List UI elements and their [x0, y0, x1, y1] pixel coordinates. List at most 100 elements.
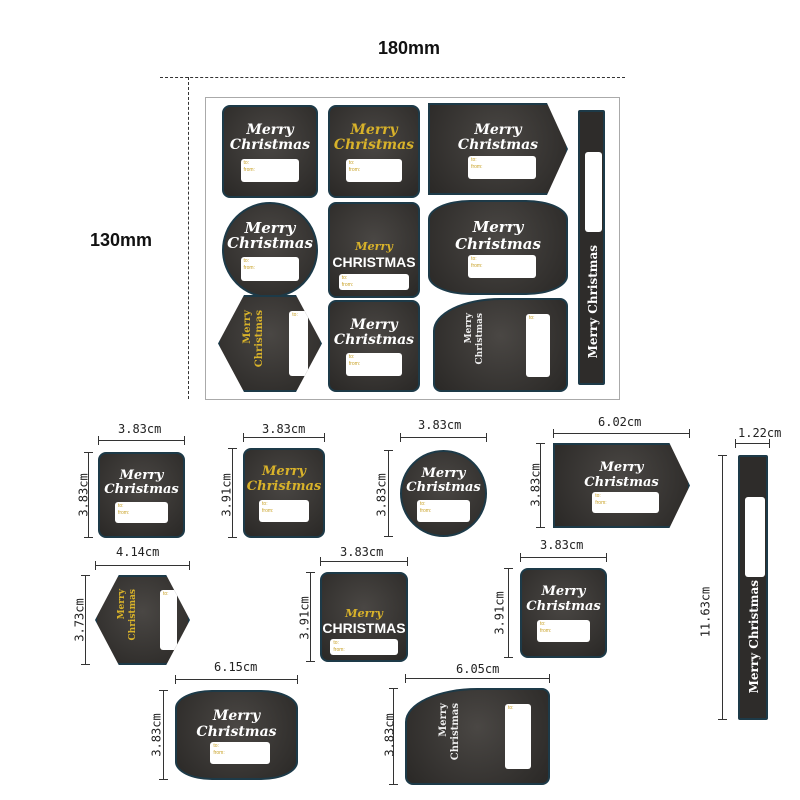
width-dimension-line [98, 436, 185, 445]
sticker-title-merry: Merry [474, 121, 522, 138]
from-label: from: [117, 509, 130, 516]
label-box: to: [505, 703, 532, 770]
sticker-title: Merry Christmas [747, 579, 761, 693]
height-dimension-line [536, 443, 545, 528]
width-dimension-label: 3.83cm [118, 422, 162, 436]
sticker-title-christmas: Christmas [584, 474, 659, 490]
to-label: to: [528, 314, 535, 321]
to-label: to: [539, 620, 546, 627]
to-label: to: [348, 159, 355, 166]
width-dimension-label: 3.83cm [340, 545, 384, 559]
width-dimension-label: 1.22cm [738, 426, 782, 440]
label-box: to:from: [259, 499, 309, 523]
sticker-title: Merry Christmas [585, 244, 600, 358]
label-box: to: [525, 313, 551, 377]
sticker-arch: Merry Christmas to: [405, 688, 550, 785]
sticker-title-merry: Merry [244, 218, 296, 237]
sticker-sq2: Merry Christmas to:from: [328, 105, 420, 198]
sheet-height-label: 130mm [90, 230, 153, 250]
label-box: to:from: [468, 156, 537, 179]
height-dimension-line [389, 688, 398, 785]
sticker-title-christmas: Christmas [127, 589, 138, 641]
sticker-title-christmas: Christmas [449, 703, 461, 761]
sticker-caps: Merry CHRISTMAS to:from: [320, 572, 408, 662]
height-dimension-label: 3.83cm [374, 473, 389, 517]
height-dimension-line [228, 448, 237, 538]
height-dimension-label: 3.83cm [149, 713, 164, 757]
to-label: to: [163, 590, 169, 597]
sticker-title-christmas: Christmas [333, 137, 415, 154]
label-box: to:from: [345, 353, 403, 376]
width-dimension-label: 3.83cm [418, 418, 462, 432]
from-label: from: [539, 627, 552, 634]
sticker-rib: Merry Christmas [738, 455, 768, 720]
sticker-title-merry: Merry [119, 467, 164, 483]
height-dimension-line [718, 455, 727, 720]
width-dimension-line [175, 675, 298, 684]
sticker-title-christmas: Christmas [196, 723, 277, 740]
to-label: to: [333, 640, 339, 647]
sticker-title-merry: Merry [212, 708, 261, 725]
height-dimension-label: 11.63cm [698, 586, 713, 638]
sticker-title-merry: Merry [421, 465, 466, 481]
sticker-title-merry: Merry [599, 460, 644, 476]
sticker-sq: Merry Christmas to:from: [400, 450, 487, 537]
from-label: from: [348, 361, 361, 368]
sticker-title-merry: Merry [345, 606, 383, 621]
to-label: to: [471, 255, 477, 262]
sticker-title-christmas: Christmas [104, 481, 179, 497]
to-label: to: [595, 492, 601, 499]
sticker-title-merry: Merry [541, 584, 586, 600]
sticker-wide2: Merry Christmas to:from: [428, 200, 568, 295]
sticker-title-merry: Merry [350, 316, 398, 333]
label-box: to:from: [210, 741, 270, 765]
to-label: to: [213, 742, 219, 749]
to-label: to: [262, 500, 268, 507]
label-box: to:from: [338, 273, 410, 291]
sticker-rib: Merry Christmas [578, 110, 605, 385]
sticker-title-merry: Merry [246, 122, 294, 139]
sticker-sq: Merry Christmas to:from: [98, 452, 185, 538]
label-box: to:from: [240, 158, 300, 182]
width-dimension-label: 4.14cm [116, 545, 160, 559]
sticker-sq: Merry Christmas to:from: [222, 105, 318, 198]
to-label: to: [243, 258, 250, 265]
width-dimension-line [320, 557, 408, 566]
label-box: to:from: [240, 257, 300, 282]
from-label: from: [471, 164, 483, 171]
sticker-title-merry: Merry [350, 122, 398, 139]
height-dimension-line [384, 450, 393, 537]
width-dimension-line [405, 674, 550, 683]
sticker-wide: Merry Christmas to:from: [428, 103, 568, 195]
width-dimension-label: 3.83cm [540, 538, 584, 552]
height-dimension-line [81, 575, 90, 665]
to-label: to: [348, 354, 355, 361]
from-label: from: [243, 265, 255, 272]
from-label: from: [243, 166, 255, 173]
sticker-title-christmas: Christmas [333, 331, 415, 348]
height-dimension-label: 3.73cm [72, 598, 87, 642]
height-dimension-label: 3.91cm [297, 596, 312, 640]
sticker-title-christmas: Christmas [526, 599, 601, 615]
sticker-title: CHRISTMAS [322, 620, 406, 637]
sticker-caps: Merry CHRISTMAS to:from: [328, 202, 420, 298]
to-label: to: [341, 274, 348, 281]
label-box [585, 152, 602, 232]
label-box: to:from: [345, 158, 403, 182]
from-label: from: [213, 749, 225, 756]
sticker-title-merry: Merry [437, 703, 449, 737]
width-dimension-line [95, 561, 190, 570]
width-dimension-label: 6.02cm [598, 415, 642, 429]
label-box: to:from: [468, 254, 537, 279]
from-label: from: [341, 281, 354, 288]
height-dimension-line [159, 690, 168, 780]
from-label: from: [419, 508, 432, 515]
to-label: to: [419, 501, 426, 508]
to-label: to: [471, 157, 477, 164]
sticker-title-merry: Merry [262, 464, 306, 480]
sticker-title-merry: Merry [116, 589, 127, 620]
width-dimension-label: 3.83cm [262, 422, 306, 436]
height-dimension-label: 3.83cm [382, 713, 397, 757]
width-dimension-label: 6.15cm [214, 660, 258, 674]
width-dimension-label: 6.05cm [456, 662, 500, 676]
